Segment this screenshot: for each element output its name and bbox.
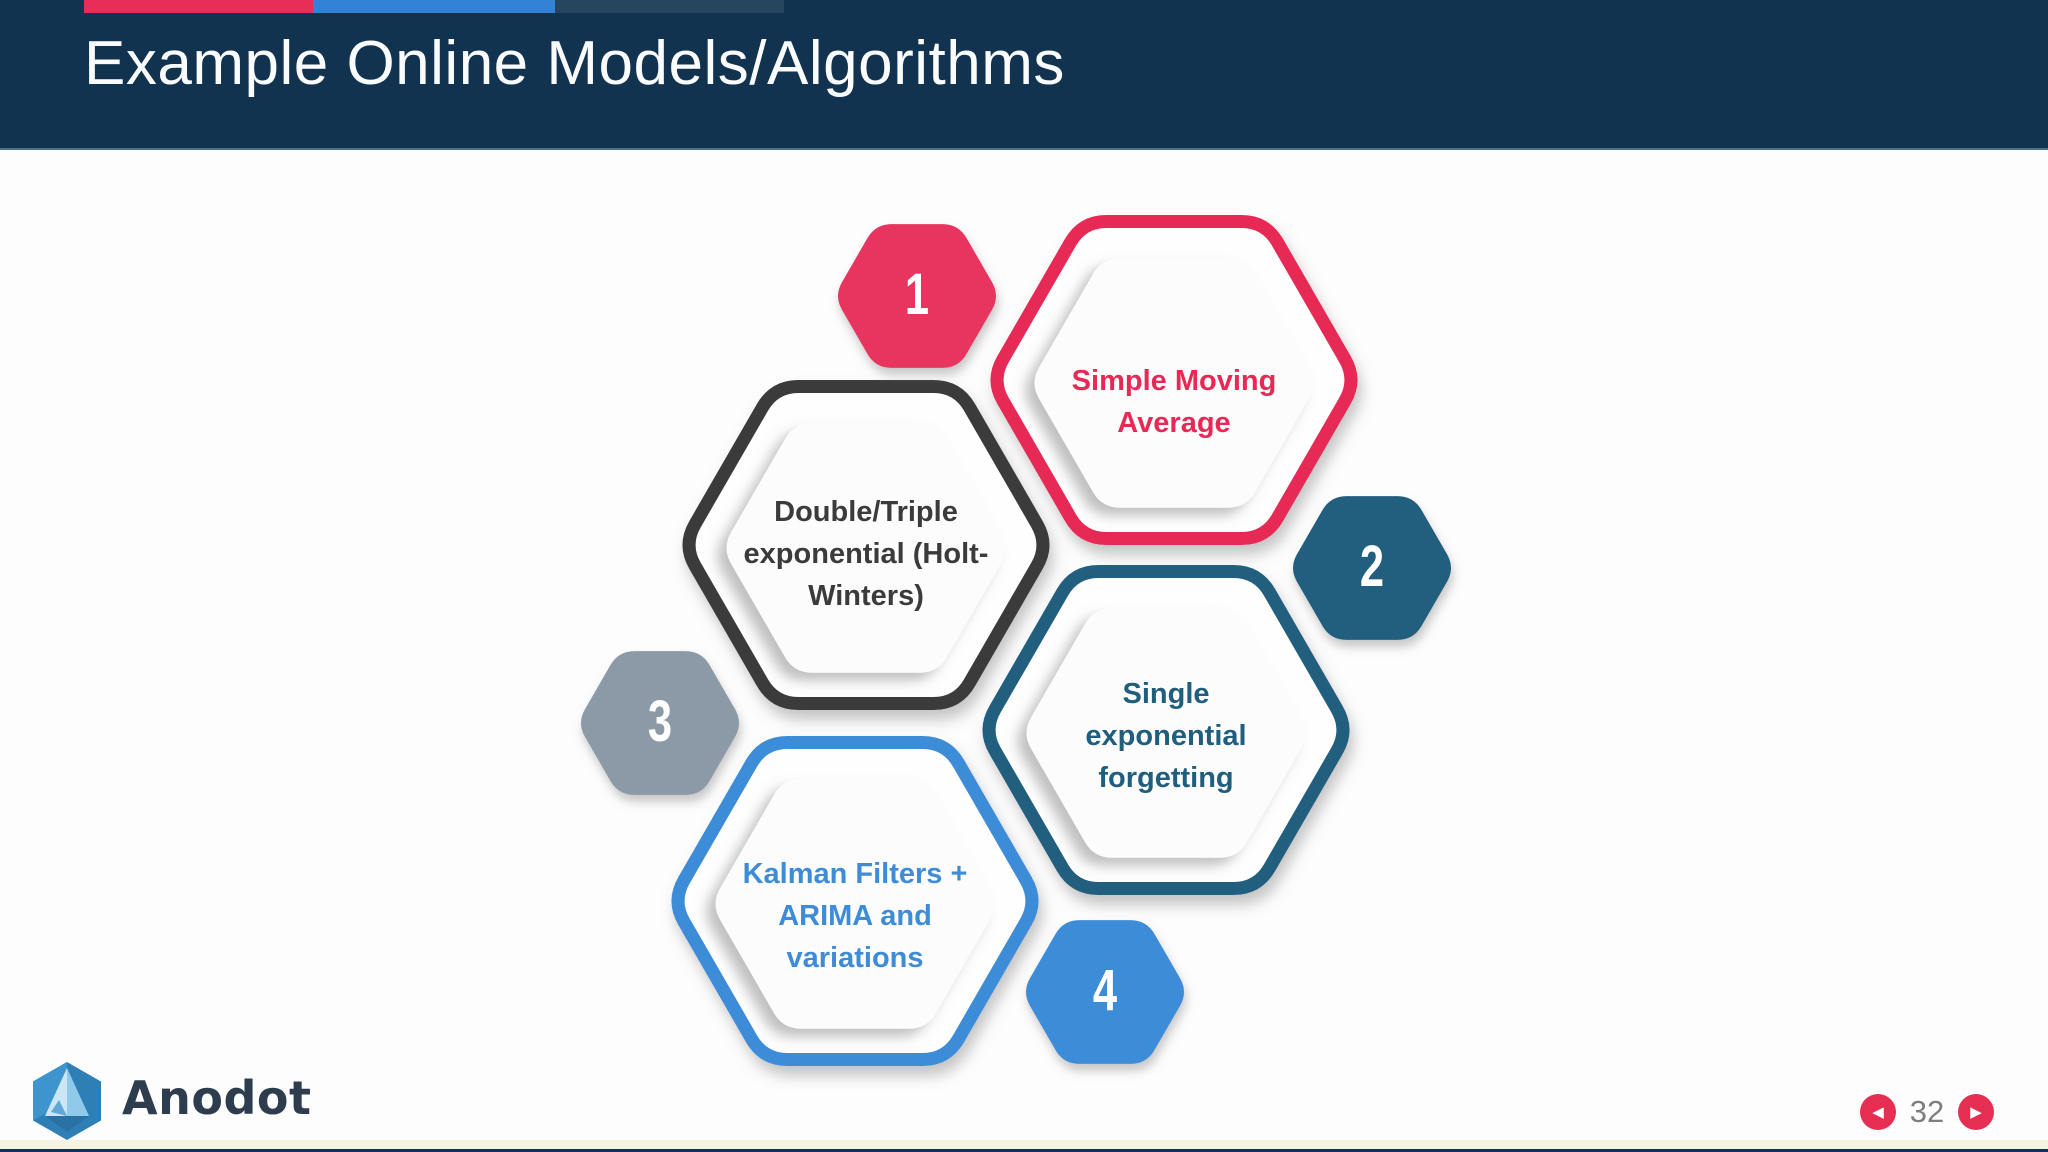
hex-label-simple-moving-average: Simple Moving Average	[1071, 365, 1277, 439]
accent-segment-blue	[313, 0, 555, 13]
slide-title: Example Online Models/Algorithms	[84, 29, 1065, 98]
slide-pager: ◀ 32 ▶	[1860, 1094, 1994, 1130]
footer-cream-band	[0, 1140, 2048, 1149]
anodot-logo-icon	[33, 1062, 101, 1140]
anodot-logo: Anodot	[30, 1060, 311, 1144]
accent-segment-pink	[84, 0, 313, 13]
hexagon-simple-moving-average	[990, 215, 1358, 545]
hexagon-kalman-filters-arima	[671, 736, 1039, 1066]
hexagon-badge-3	[581, 651, 739, 795]
hexagon-badge-1	[838, 224, 996, 368]
next-arrow-icon: ▶	[1970, 1103, 1982, 1121]
page-number: 32	[1909, 1094, 1945, 1129]
hex-number-3: 3	[647, 688, 673, 754]
accent-strip	[84, 0, 784, 13]
next-slide-button[interactable]: ▶	[1958, 1094, 1994, 1130]
accent-segment-slate	[555, 0, 784, 13]
hex-label-double-triple-holt-winters: Double/Triple exponential (Holt- Winters…	[743, 496, 989, 612]
hexagon-single-exponential-forgetting	[982, 565, 1350, 895]
hex-number-1: 1	[904, 261, 930, 327]
footer-navy-line	[0, 1149, 2048, 1152]
anodot-logo-text: Anodot	[122, 1071, 312, 1125]
prev-arrow-icon: ◀	[1872, 1103, 1884, 1121]
header-bar: Example Online Models/Algorithms	[0, 0, 2048, 150]
hex-number-2: 2	[1359, 533, 1385, 599]
prev-slide-button[interactable]: ◀	[1860, 1094, 1896, 1130]
hex-number-4: 4	[1092, 957, 1118, 1023]
hexagon-double-triple-holt-winters	[682, 380, 1050, 710]
hex-label-single-exponential-forgetting: Single exponential forgetting	[1085, 678, 1247, 794]
hex-label-kalman-filters-arima: Kalman Filters + ARIMA and variations	[742, 858, 968, 974]
hexagon-badge-4	[1026, 920, 1184, 1064]
hexagon-badge-2	[1293, 496, 1451, 640]
